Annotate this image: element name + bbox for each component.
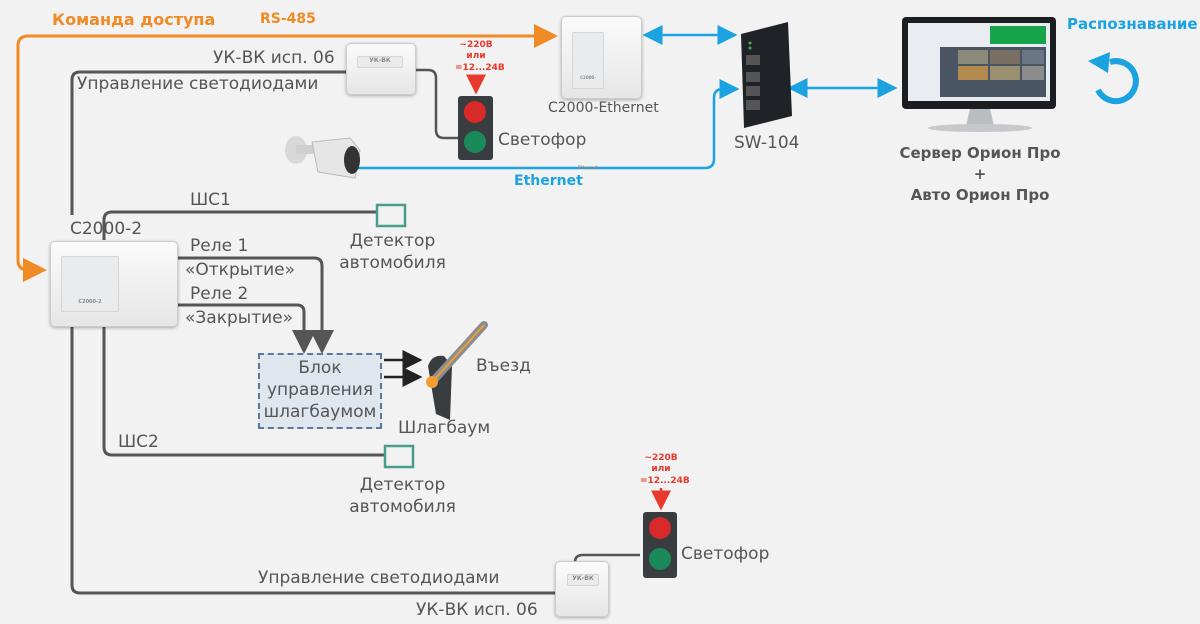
wire-relay2 — [178, 303, 316, 354]
relay1-label: Реле 1 — [190, 236, 249, 256]
c2000-ethernet-label: С2000-Ethernet — [548, 100, 659, 116]
c2000-ethernet-device: С2000-Ethernet — [561, 16, 642, 170]
recognition-cycle-icon — [1088, 52, 1139, 105]
ukvk-bottom-plate: УК-ВК — [567, 574, 599, 586]
rs485-line — [16, 34, 548, 282]
ukvk-top-device: УК-ВК — [346, 43, 416, 95]
power-bottom-line2: или — [651, 464, 671, 475]
wire-ukvk-light-bottom — [573, 553, 640, 563]
traffic-light-top-icon — [458, 96, 493, 160]
detector2-line1: Детектор — [359, 475, 446, 495]
detector1-label: Детектор автомобиля — [330, 230, 455, 274]
detector2-line2: автомобиля — [349, 497, 456, 517]
barrier-label: Шлагбаум — [398, 418, 491, 438]
detector1-line1: Детектор — [349, 231, 436, 251]
power-top-line3: =12...24В — [455, 62, 505, 73]
power-bottom-line3: =12...24В — [640, 475, 690, 486]
ethernet-camera-switch — [358, 79, 740, 170]
traffic-light-bottom-icon — [643, 512, 677, 578]
ethernet-label: Ethernet — [514, 173, 583, 189]
c2000-2-plate: С2000-2 — [61, 256, 119, 312]
server-label-line1: Сервер Орион Про — [899, 144, 1061, 162]
access-command-label: Команда доступа — [52, 10, 216, 29]
barrier-controller-line2: управления — [266, 380, 374, 400]
relay1-function: «Открытие» — [185, 260, 295, 280]
c2000-2-label: С2000-2 — [70, 219, 143, 239]
ukvk-bottom-wire-label: Управление светодиодами — [258, 568, 500, 588]
ukvk-top-label: УК-ВК исп. 06 — [213, 48, 335, 68]
barrier-icon — [426, 321, 488, 420]
ip-camera-icon — [285, 136, 361, 179]
detector-2-icon — [383, 444, 415, 469]
switch-sw104-icon — [741, 22, 792, 128]
relay2-label: Реле 2 — [190, 284, 249, 304]
c2000-ethernet-plate: С2000-Ethernet — [572, 32, 604, 170]
ukvk-top-wire-label: Управление светодиодами — [77, 74, 319, 94]
server-label-line2: + — [973, 165, 987, 183]
barrier-controller-line3: шлагбаумом — [263, 402, 377, 422]
power-bottom-line1: ~220В — [644, 453, 678, 463]
wire-shs2 — [102, 325, 385, 457]
wire-shs1 — [102, 210, 376, 240]
wire-ukvk-bottom — [70, 325, 556, 595]
traffic-light-bottom-power: ~220В или =12...24В — [640, 453, 690, 487]
power-top-line1: ~220В — [459, 40, 493, 50]
c2000-2-device: С2000-2 — [50, 241, 178, 327]
barrier-controller-line1: Блок — [298, 358, 342, 378]
rs485-label: RS-485 — [260, 11, 316, 27]
traffic-light-top-power: ~220В или =12...24В — [455, 40, 505, 74]
detector1-line2: автомобиля — [339, 253, 446, 273]
server-label-line3: Авто Орион Про — [910, 186, 1050, 204]
barrier-controller-block: Блок управления шлагбаумом — [258, 353, 382, 429]
wire-ukvk-light-top — [414, 68, 458, 140]
wire-ukvk-top — [70, 70, 348, 215]
server-label: Сервер Орион Про + Авто Орион Про — [890, 143, 1070, 206]
traffic-light-top-label: Светофор — [498, 130, 587, 150]
relay2-function: «Закрытие» — [185, 308, 294, 328]
shs2-label: ШС2 — [118, 432, 159, 452]
wire-relay1 — [178, 256, 334, 354]
ukvk-top-plate: УК-ВК — [357, 56, 403, 68]
server-monitor-icon — [902, 17, 1056, 132]
detector-1-icon — [375, 203, 407, 228]
recognition-label: Распознавание — [1067, 15, 1198, 33]
shs1-label: ШС1 — [190, 190, 231, 210]
switch-label: SW-104 — [734, 133, 800, 153]
ukvk-bottom-device: УК-ВК — [555, 561, 609, 617]
detector2-label: Детектор автомобиля — [340, 474, 465, 518]
barrier-direction-label: Въезд — [476, 356, 531, 376]
ukvk-bottom-label: УК-ВК исп. 06 — [416, 600, 538, 620]
traffic-light-bottom-label: Светофор — [681, 544, 770, 564]
power-top-line2: или — [466, 51, 486, 62]
